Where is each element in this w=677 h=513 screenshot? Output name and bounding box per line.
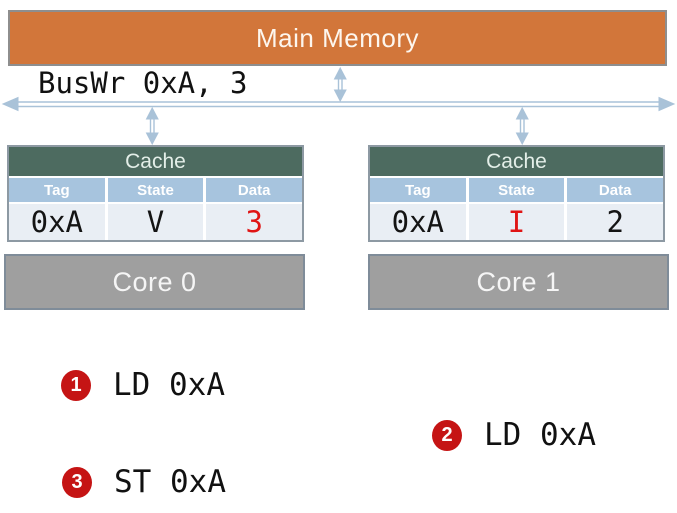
cache-1-state-value: I <box>468 204 565 240</box>
core-0-label: Core 0 <box>112 266 197 297</box>
core-1-box: Core 1 <box>368 254 669 310</box>
left-cache-bus-connector-arrow <box>145 106 159 146</box>
cache-1-tag-value: 0xA <box>370 204 466 240</box>
main-memory-label: Main Memory <box>256 22 419 53</box>
cache-0-state-value: V <box>107 204 204 240</box>
step-3-number-badge: 3 <box>62 466 92 498</box>
cache-0-tag-value: 0xA <box>9 204 105 240</box>
cache-1-data-value: 2 <box>567 204 664 240</box>
step-2-instruction: LD 0xA <box>484 417 596 453</box>
cache-1-data-row: 0xA I 2 <box>370 204 664 240</box>
step-1: 1 LD 0xA <box>61 367 225 403</box>
cache-0-header-tag: Tag <box>9 178 105 202</box>
memory-bus-connector-arrow <box>333 66 347 103</box>
bus-transaction-label: BusWr 0xA, 3 <box>38 66 248 100</box>
step-3-instruction: ST 0xA <box>114 464 226 500</box>
cache-1-header-tag: Tag <box>370 178 466 202</box>
step-2: 2 LD 0xA <box>432 417 596 453</box>
cache-0-header-state: State <box>107 178 204 202</box>
cache-1-header-data: Data <box>567 178 664 202</box>
right-cache-bus-connector-arrow <box>515 106 529 146</box>
cache-1-header-state: State <box>468 178 565 202</box>
cache-0-table: Cache Tag State Data 0xA V 3 <box>7 145 304 242</box>
step-1-instruction: LD 0xA <box>113 367 225 403</box>
cache-0-data-row: 0xA V 3 <box>9 204 303 240</box>
step-2-number-badge: 2 <box>432 419 462 451</box>
cache-0-header-row: Tag State Data <box>9 178 303 204</box>
cache-1-title: Cache <box>370 147 663 178</box>
cache-1-table: Cache Tag State Data 0xA I 2 <box>368 145 665 242</box>
core-1-label: Core 1 <box>476 266 561 297</box>
cache-0-title: Cache <box>9 147 302 178</box>
core-0-box: Core 0 <box>4 254 305 310</box>
cache-0-data-value: 3 <box>206 204 303 240</box>
main-memory-box: Main Memory <box>8 10 667 66</box>
cache-1-header-row: Tag State Data <box>370 178 664 204</box>
step-1-number-badge: 1 <box>61 369 91 401</box>
step-3: 3 ST 0xA <box>62 464 226 500</box>
cache-0-header-data: Data <box>206 178 303 202</box>
